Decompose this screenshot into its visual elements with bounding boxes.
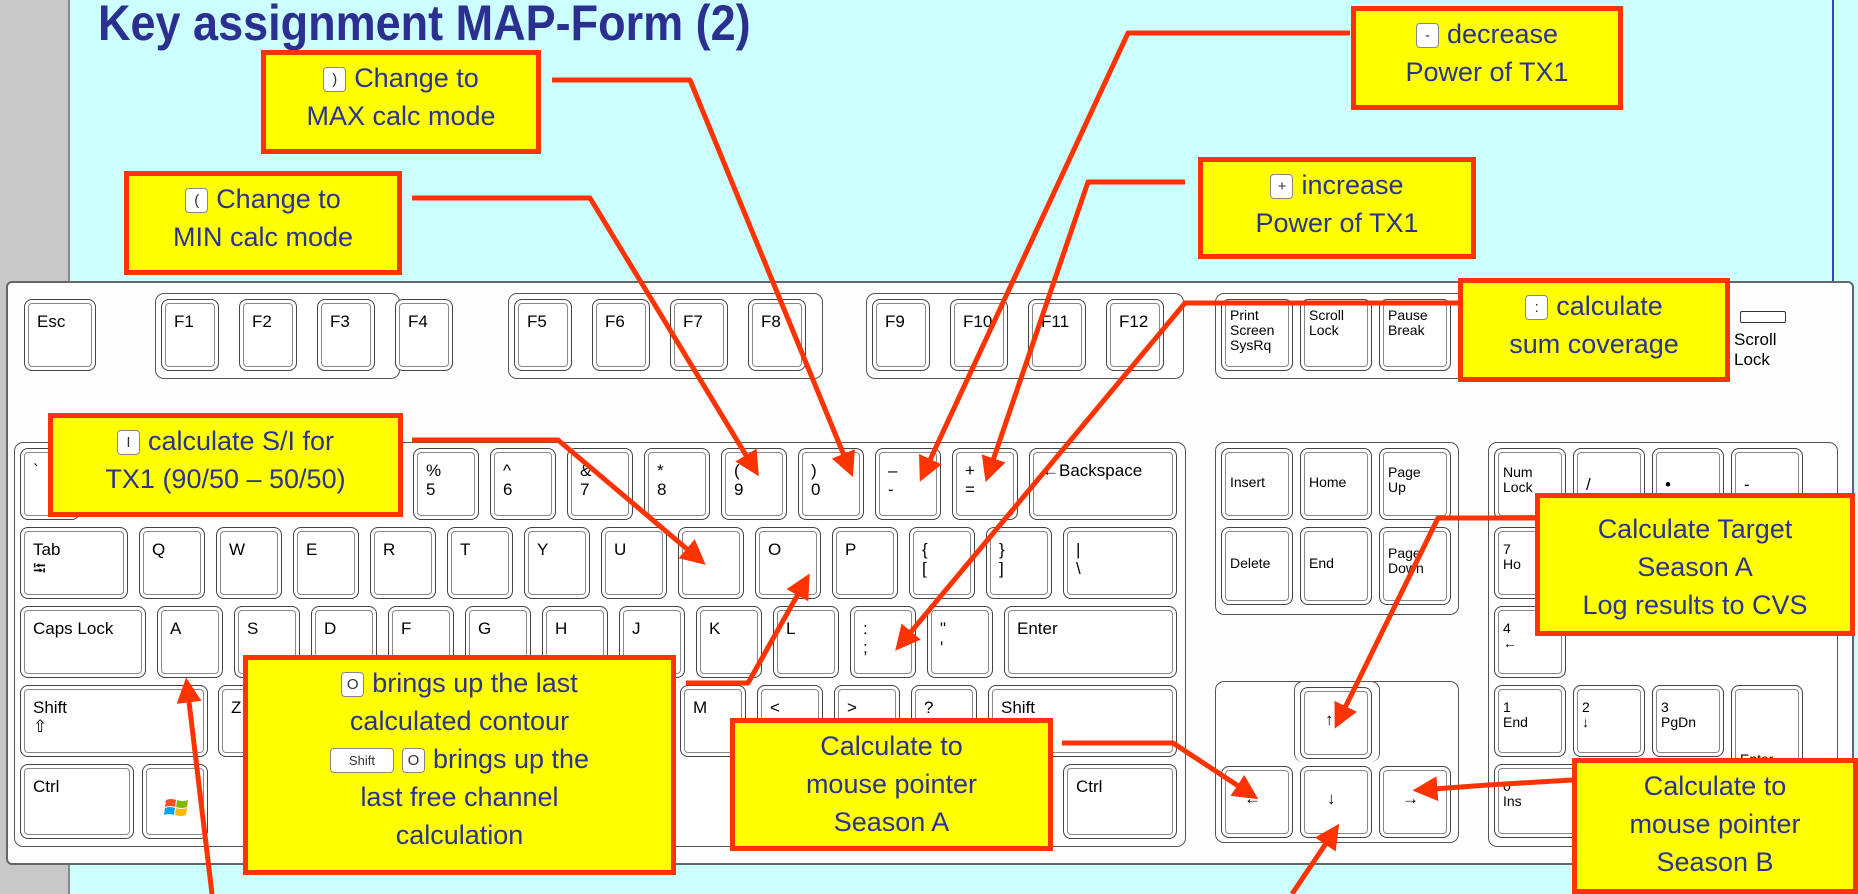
key-caps-lock[interactable]: Caps Lock	[20, 606, 146, 678]
scroll-lock-led-label: Scroll Lock	[1734, 330, 1777, 369]
arrow-target	[1334, 515, 1536, 729]
key-enter[interactable]: Enter	[1004, 606, 1177, 678]
key-minus[interactable]: – -	[875, 448, 941, 520]
key-cap-icon: +	[1270, 174, 1294, 199]
arrow-mouse-b	[1412, 776, 1573, 802]
arrow-sum-coverage	[895, 300, 1458, 651]
key-esc[interactable]: Esc	[24, 299, 96, 371]
key-pause[interactable]: Pause Break	[1379, 299, 1451, 371]
key-page-up[interactable]: Page Up	[1379, 448, 1451, 520]
arrow-key-a	[176, 677, 215, 894]
scroll-lock-led	[1740, 311, 1786, 323]
key-f4[interactable]: F4	[395, 299, 453, 371]
key-cap-icon: I	[116, 430, 140, 455]
key-backslash[interactable]: | \	[1063, 527, 1177, 599]
key-cap-icon: O	[341, 672, 365, 697]
arrow-mouse-a	[1062, 740, 1259, 800]
key-cap-icon: (	[185, 188, 209, 213]
key-cap-icon: :	[1525, 295, 1549, 320]
key-a[interactable]: A	[157, 606, 223, 678]
key-cap-icon: -	[1415, 23, 1439, 48]
key-e[interactable]: E	[293, 527, 359, 599]
key-f5[interactable]: F5	[514, 299, 572, 371]
key-cap-icon: O	[401, 748, 425, 773]
key-f2[interactable]: F2	[239, 299, 297, 371]
key-t[interactable]: T	[447, 527, 513, 599]
key-ctrl-right[interactable]: Ctrl	[1063, 764, 1177, 839]
key-f1[interactable]: F1	[161, 299, 219, 371]
key-ctrl-left[interactable]: Ctrl	[20, 764, 134, 839]
key-insert[interactable]: Insert	[1221, 448, 1293, 520]
key-y[interactable]: Y	[524, 527, 590, 599]
key-home[interactable]: Home	[1300, 448, 1372, 520]
key-p[interactable]: P	[832, 527, 898, 599]
arrow-increase-power	[981, 179, 1185, 483]
slide-title: Key assignment MAP-Form (2)	[98, 0, 751, 51]
key-end[interactable]: End	[1300, 527, 1372, 605]
key-r[interactable]: R	[370, 527, 436, 599]
key-w[interactable]: W	[216, 527, 282, 599]
key-num-1[interactable]: 1 End	[1494, 685, 1566, 757]
key-scroll-lock[interactable]: Scroll Lock	[1300, 299, 1372, 371]
key-tab[interactable]: Tab ⭾	[20, 527, 128, 599]
right-divider-line	[1832, 0, 1834, 290]
key-u[interactable]: U	[601, 527, 667, 599]
key-shift-left[interactable]: Shift ⇧	[20, 685, 208, 757]
key-backspace[interactable]: ←Backspace	[1029, 448, 1177, 520]
key-num-2[interactable]: 2 ↓	[1573, 685, 1645, 757]
key-print-screen[interactable]: Print Screen SysRq	[1221, 299, 1293, 371]
key-digit-6[interactable]: ^ 6	[490, 448, 556, 520]
arrow-decrease-power	[919, 30, 1350, 482]
key-f6[interactable]: F6	[592, 299, 650, 371]
key-q[interactable]: Q	[139, 527, 205, 599]
key-cap-icon: )	[323, 67, 347, 92]
key-f12[interactable]: F12	[1106, 299, 1164, 371]
key-digit-8[interactable]: * 8	[644, 448, 710, 520]
shift-key-cap-icon: Shift	[329, 748, 394, 773]
key-digit-5[interactable]: % 5	[413, 448, 479, 520]
key-f3[interactable]: F3	[317, 299, 375, 371]
key-delete[interactable]: Delete	[1221, 527, 1293, 605]
arrow-max-calc	[552, 77, 855, 477]
key-f9[interactable]: F9	[872, 299, 930, 371]
key-bracket-right[interactable]: } ]	[986, 527, 1052, 599]
key-k[interactable]: K	[696, 606, 762, 678]
windows-logo-icon	[164, 799, 189, 816]
arrow-min-calc	[412, 195, 759, 477]
arrow-down-key	[1289, 823, 1340, 894]
key-bracket-left[interactable]: { [	[909, 527, 975, 599]
key-num-3[interactable]: 3 PgDn	[1652, 685, 1724, 757]
key-quote[interactable]: " '	[927, 606, 993, 678]
arrow-contour	[686, 573, 810, 686]
arrow-si-calc	[412, 437, 706, 565]
